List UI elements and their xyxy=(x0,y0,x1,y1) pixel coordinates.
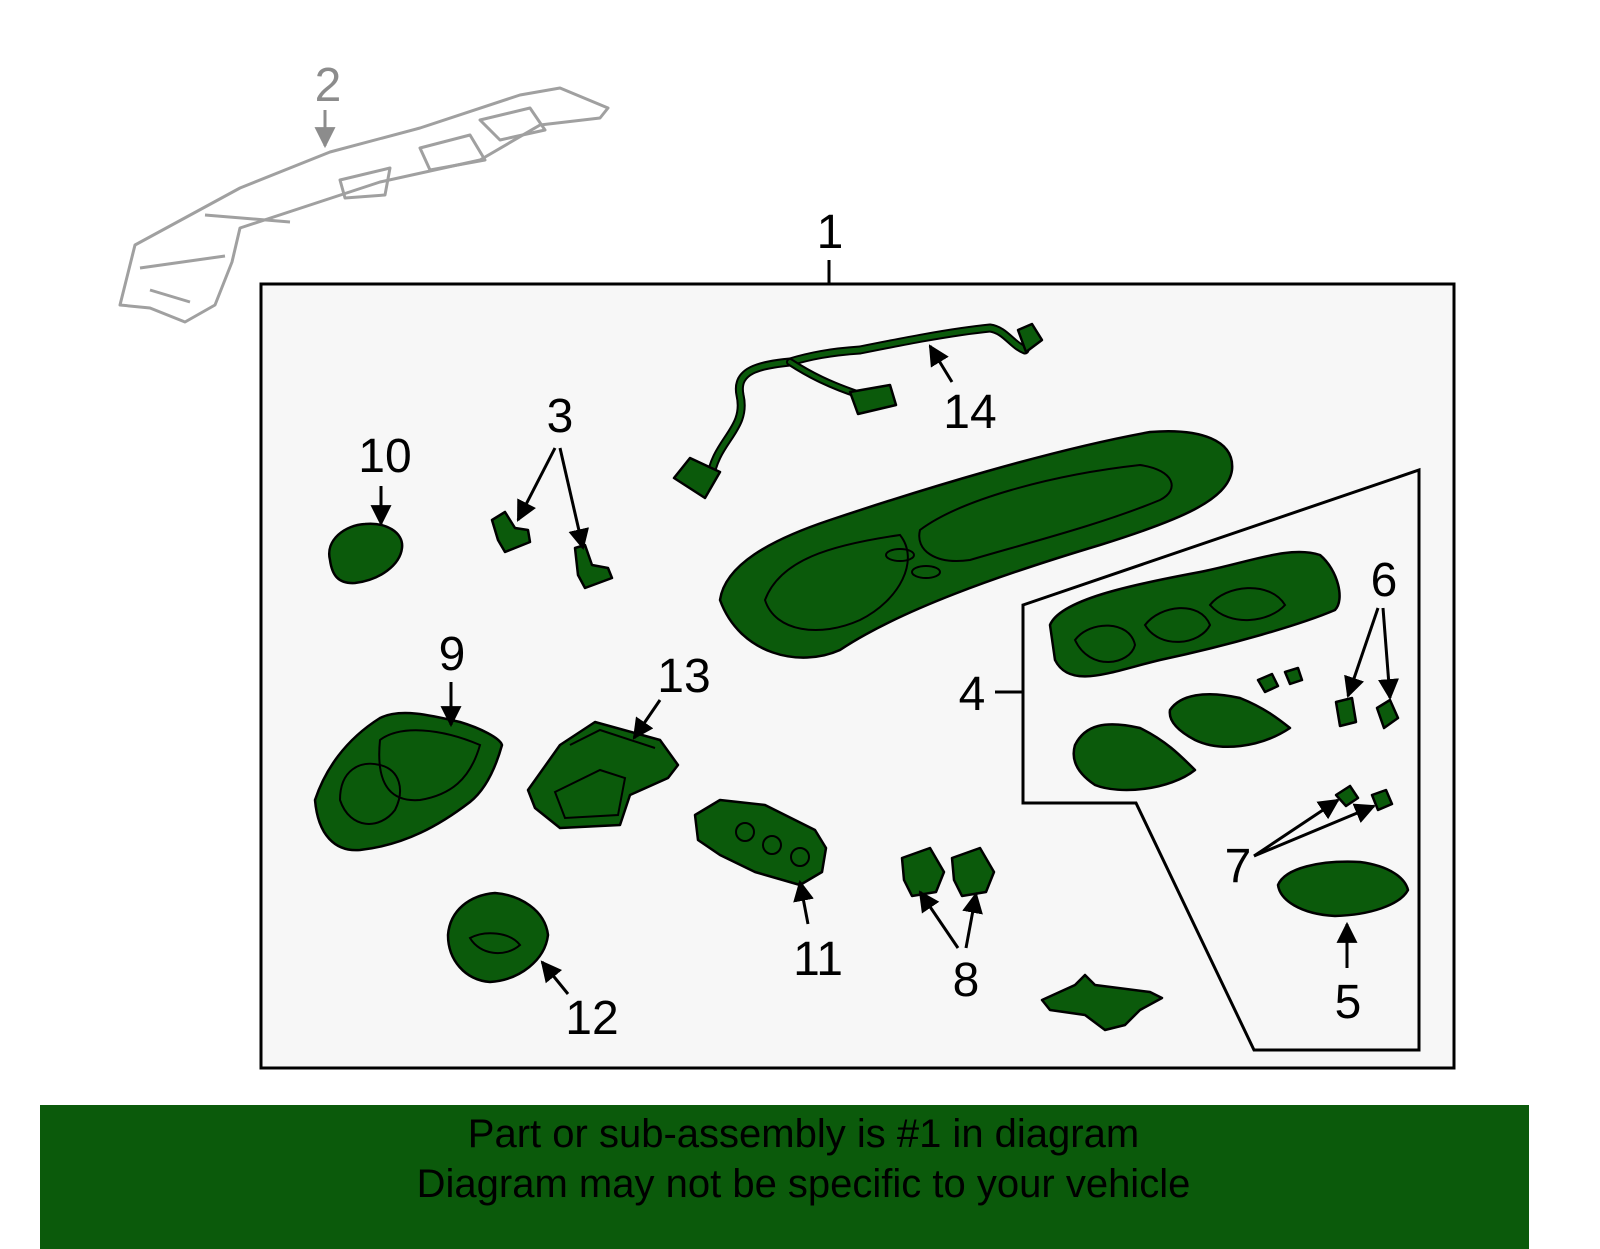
lens-part-10 xyxy=(327,522,404,585)
callout-1: 1 xyxy=(817,206,844,259)
banner-line-1: Part or sub-assembly is #1 in diagram xyxy=(467,1112,1140,1156)
callout-13: 13 xyxy=(657,650,710,703)
leader-3b xyxy=(558,447,589,551)
leader-14 xyxy=(928,344,954,383)
callout-5: 5 xyxy=(1335,976,1362,1029)
lens-part-12 xyxy=(446,891,550,984)
callout-10: 10 xyxy=(358,430,411,483)
callout-2: 2 xyxy=(315,59,342,112)
callout-9: 9 xyxy=(439,628,466,681)
leader-11 xyxy=(793,879,814,925)
leader-7b xyxy=(1253,803,1376,858)
bulbs-part-6 xyxy=(1334,696,1400,730)
callout-4: 4 xyxy=(959,668,986,721)
lens-part-5 xyxy=(1276,860,1410,918)
bulbs-part-7 xyxy=(1334,784,1394,812)
leader-8b xyxy=(962,891,983,949)
leader-7a xyxy=(1253,798,1340,858)
callout-12: 12 xyxy=(565,992,618,1045)
leader-8a xyxy=(918,890,960,949)
bezel-part-9 xyxy=(313,711,504,852)
switch-part-11 xyxy=(693,798,828,887)
subassembly-4-frame xyxy=(1021,467,1421,1052)
bracket-part xyxy=(1040,973,1164,1032)
callout-3: 3 xyxy=(547,390,574,443)
leader-12 xyxy=(540,960,570,995)
banner-background xyxy=(40,1105,1529,1249)
callout-7: 7 xyxy=(1225,840,1252,893)
leader-13 xyxy=(632,699,662,740)
console-housing-part-4 xyxy=(1048,550,1341,792)
wiring-harness-part xyxy=(672,322,1044,500)
callout-6: 6 xyxy=(1371,554,1398,607)
banner-line-2: Diagram may not be specific to your vehi… xyxy=(416,1162,1191,1206)
module-part-13 xyxy=(526,720,680,830)
roof-reinforcement-part xyxy=(118,86,610,324)
overhead-console-part xyxy=(718,430,1234,659)
callout-14: 14 xyxy=(943,386,996,439)
bulbs-part-8 xyxy=(900,846,996,898)
callout-11: 11 xyxy=(793,933,843,986)
leader-6a xyxy=(1344,607,1380,698)
callout-8: 8 xyxy=(953,954,980,1007)
leader-3a xyxy=(516,447,557,522)
disclaimer-banner: Part or sub-assembly is #1 in diagram Di… xyxy=(40,1112,1567,1249)
leader-6b xyxy=(1378,607,1400,701)
